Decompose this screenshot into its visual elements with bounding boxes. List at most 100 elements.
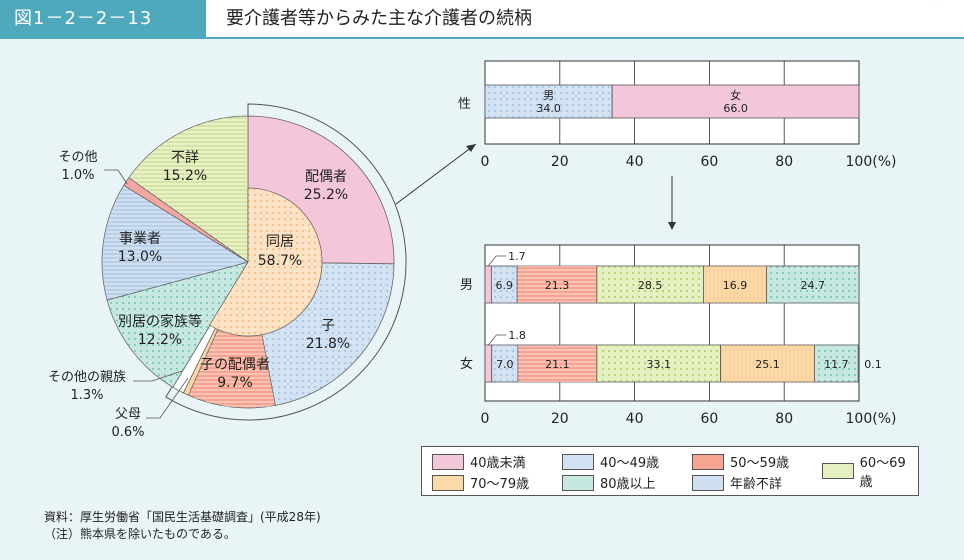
bar2-segment-0-4-texture [703, 266, 767, 303]
bar1-series-label-0: 男 [543, 89, 554, 102]
legend-swatch-2 [692, 453, 724, 470]
legend-item-0: 40歳未満 [432, 452, 526, 471]
pie-value-3: 0.6% [111, 425, 144, 440]
bar2-value-label-1-0: 1.8 [508, 329, 525, 342]
bar2-value-label-0-2: 21.3 [545, 279, 570, 292]
pie-label-0: 配偶者 [305, 169, 347, 185]
legend-swatch-4 [432, 474, 464, 491]
pie-inner-value: 58.7% [258, 253, 302, 269]
pie-label-6: 事業者 [119, 231, 161, 247]
bar2-tick-label-5: 100(%) [846, 411, 897, 427]
legend-label-6: 年齢不詳 [730, 477, 783, 492]
bar1-tick-label-4: 80 [775, 154, 793, 170]
bar2-category-label-0: 男 [460, 278, 473, 293]
bar1-tick-label-5: 100(%) [846, 154, 897, 170]
bar2-value-label-0-0: 1.7 [508, 250, 525, 263]
bar2-leader-0 [487, 255, 507, 267]
bar1-tick-label-2: 40 [626, 154, 644, 170]
pie-label-7: その他 [58, 150, 97, 165]
bar2-tick-label-0: 0 [481, 411, 490, 427]
pie-value-0: 25.2% [304, 187, 348, 203]
exclusion-note: （注）熊本県を除いたものである。 [44, 527, 236, 541]
bar2-tick-label-4: 80 [775, 411, 793, 427]
legend-swatch-6 [692, 474, 724, 491]
bar1-series-label-1: 女 [730, 88, 741, 102]
bar1-value-label-0: 34.0 [536, 102, 561, 115]
pie-slice-8-texture [128, 116, 248, 262]
pie-slice-6-texture [102, 185, 248, 301]
leader-line-relatives [133, 370, 183, 382]
bar2-segment-0-0 [484, 265, 492, 304]
pie-label-5: 別居の家族等 [118, 313, 202, 330]
bar1-segment-1 [611, 84, 860, 119]
figure-title: 要介護者等からみた主な介護者の続柄 [226, 8, 532, 29]
pie-value-4: 1.3% [70, 388, 103, 403]
bar2-value-label-1-1: 7.0 [496, 358, 514, 371]
pie-value-7: 1.0% [61, 168, 94, 183]
bar2-value-label-0-4: 16.9 [723, 279, 748, 292]
bar1-segment-0-texture [485, 85, 613, 118]
legend-swatch-1 [562, 453, 594, 470]
legend-item-2: 50～59歳 [692, 452, 789, 471]
bar2-tick-label-1: 20 [551, 411, 569, 427]
legend-item-5: 80歳以上 [562, 473, 656, 492]
bar2-frame [484, 244, 860, 402]
legend-label-0: 40歳未満 [470, 456, 526, 471]
bar2-value-label-0-5: 24.7 [801, 279, 826, 292]
bar2-segment-1-3-texture [596, 345, 721, 382]
connector-line [395, 143, 477, 205]
legend-label-1: 40～49歳 [600, 456, 660, 471]
bar2-tick-label-2: 40 [626, 411, 644, 427]
legend-label-3: 60～69歳 [859, 456, 906, 490]
bar2-value-label-1-5: 11.7 [824, 358, 849, 371]
bar2-segment-0-2-texture [517, 266, 597, 303]
legend-swatch-0 [432, 453, 464, 470]
pie-label-3: 父母 [115, 407, 141, 422]
legend: 40歳未満 40～49歳 50～59歳 60～69歳 70～79歳 80歳以上 年齢不詳 [421, 446, 919, 496]
bar2-segment-1-2-texture [517, 345, 597, 382]
bar2-value-label-0-3: 28.5 [638, 279, 663, 292]
figure-header: 図1－2－2－13 要介護者等からみた主な介護者の続柄 [0, 0, 964, 39]
legend-label-2: 50～59歳 [730, 456, 790, 471]
pie-value-5: 12.2% [138, 332, 182, 348]
bar2-value-label-0-1: 6.9 [496, 279, 514, 292]
legend-label-4: 70～79歳 [470, 477, 530, 492]
pie-value-8: 15.2% [163, 168, 207, 184]
pie-label-2: 子の配偶者 [200, 357, 270, 373]
legend-item-6: 年齢不詳 [692, 473, 782, 492]
legend-item-3: 60～69歳 [822, 452, 918, 490]
header-divider [0, 37, 964, 39]
cohabiting-bracket [165, 103, 407, 421]
bar2-leader-1 [488, 334, 507, 346]
bar2-category-label-1: 女 [460, 356, 473, 372]
figure-number: 図1－2－2－13 [0, 0, 206, 38]
bar2-segment-1-4-texture [720, 345, 815, 382]
pie-label-4: その他の親族 [48, 369, 126, 385]
bar2-value-label-1-4: 25.1 [755, 358, 780, 371]
bar2-segment-0-3-texture [596, 266, 704, 303]
bar1-tick-label-0: 0 [481, 154, 490, 170]
pie-label-1: 子 [321, 318, 335, 334]
leader-line-parents [146, 377, 189, 419]
bar1-tick-label-3: 60 [700, 154, 718, 170]
age-bar-chart: 0 20 40 60 80 100(%) 男 1.7 6.9 21.3 28.5 16.9 24.7 女 1… [460, 244, 897, 427]
bar2-value-label-1-3: 33.1 [646, 358, 671, 371]
pie-value-2: 9.7% [217, 375, 253, 391]
bar2-tick-label-3: 60 [700, 411, 718, 427]
bar2-segment-0-5-texture [766, 266, 859, 303]
gender-bar-chart: 0 20 40 60 80 100(%) 性 男34.0 女66.0 [458, 60, 897, 230]
pie-inner-label: 同居 [266, 234, 294, 250]
legend-item-1: 40～49歳 [562, 452, 659, 471]
bar2-segment-1-0 [484, 344, 493, 383]
legend-label-5: 80歳以上 [600, 477, 656, 492]
leader-line-other [104, 169, 128, 185]
connector-arrowhead [466, 144, 476, 152]
bar1-category-label: 性 [458, 97, 471, 112]
bar2-value-label-1-6: 0.1 [864, 358, 882, 371]
pie-value-6: 13.0% [118, 249, 162, 265]
bar2-value-label-1-2: 21.1 [545, 358, 570, 371]
bar1-value-label-1: 66.0 [723, 102, 748, 115]
bar1-tick-label-1: 20 [551, 154, 569, 170]
